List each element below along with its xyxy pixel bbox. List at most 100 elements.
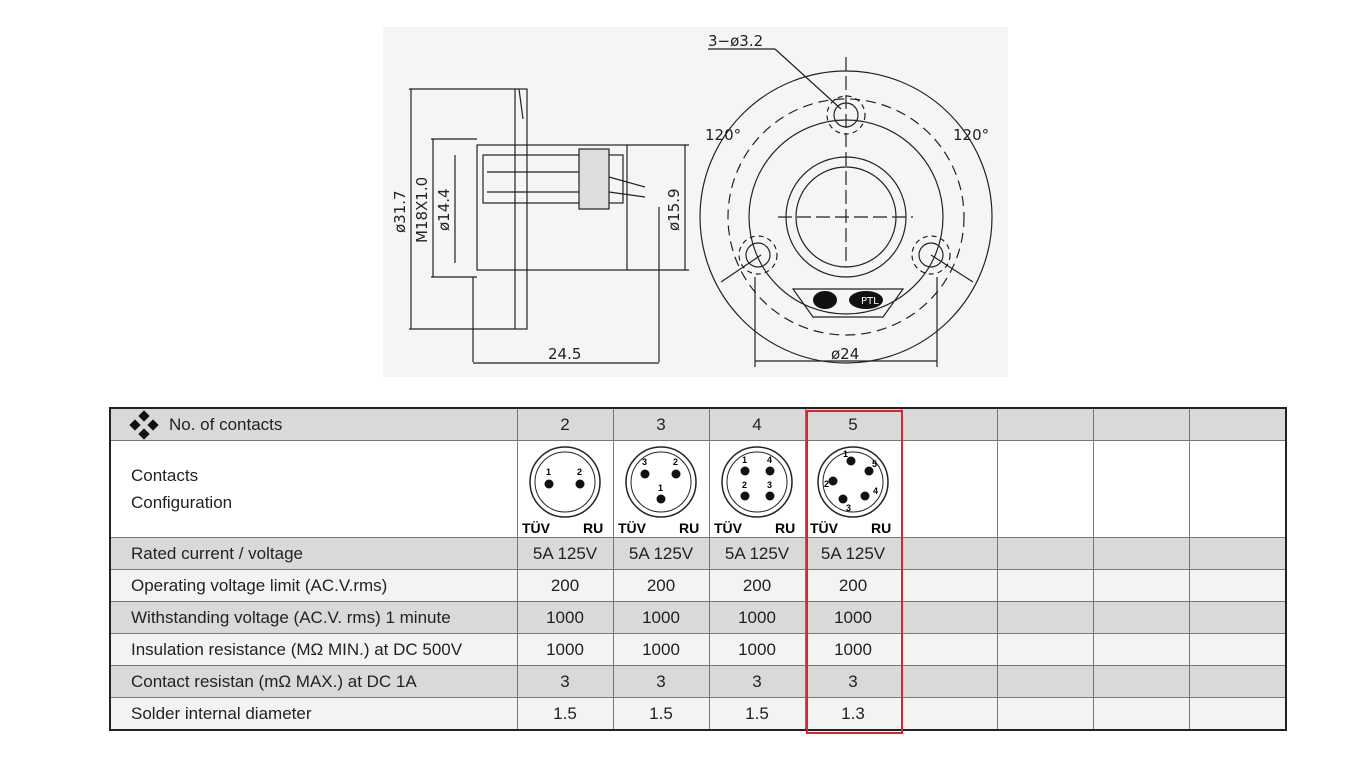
empty-cell (996, 697, 1094, 731)
table-cell: 1.5 (612, 697, 710, 731)
empty-cell (900, 633, 998, 666)
table-row: Withstanding voltage (AC.V. rms) 1 minut… (109, 601, 1286, 634)
table-cell: 200 (612, 569, 710, 602)
tuv-mark: TÜV (714, 520, 743, 536)
table-cell: 1000 (516, 633, 614, 666)
table-cell: 5A 125V (516, 537, 614, 570)
empty-cell (996, 407, 1094, 441)
table-cell: 200 (804, 569, 902, 602)
dim-pcd-label: ø24 (831, 345, 859, 363)
empty-cell (900, 407, 998, 441)
pin-label: 3 (767, 480, 772, 490)
empty-cell (1092, 601, 1190, 634)
pin-diagram-5-contacts: 1 5 2 4 3 TÜV RU (810, 446, 891, 536)
table-row: Rated current / voltage 5A 125V 5A 125V … (109, 537, 1286, 570)
column-header: 5 (804, 407, 902, 441)
empty-cell (1092, 665, 1190, 698)
pin-label: 1 (843, 449, 848, 459)
table-row: Contact resistan (mΩ MAX.) at DC 1A 3 3 … (109, 665, 1286, 698)
dim-inner-diameter-label: ø14.4 (435, 188, 453, 231)
column-header: 4 (708, 407, 806, 441)
pin-label: 3 (846, 503, 851, 513)
table-cell: 200 (708, 569, 806, 602)
table-cell: 1.5 (516, 697, 614, 731)
empty-cell (1092, 697, 1190, 731)
table-cell: 5A 125V (804, 537, 902, 570)
configuration-label-cell: Contacts Configuration (109, 440, 518, 538)
dim-length-label: 24.5 (548, 345, 581, 363)
empty-cell (900, 665, 998, 698)
table-cell: 1000 (804, 633, 902, 666)
drawing-svg: PTL 3−ø3.2 120° 120° ø24 24.5 ø31.7 M18X… (391, 32, 993, 367)
empty-cell (1092, 537, 1190, 570)
empty-cell (996, 440, 1094, 538)
table-row: Solder internal diameter 1.5 1.5 1.5 1.3 (109, 697, 1286, 731)
ur-mark: RU (679, 520, 699, 536)
empty-cell (996, 665, 1094, 698)
table-row: Operating voltage limit (AC.V.rms) 200 2… (109, 569, 1286, 602)
empty-cell (900, 569, 998, 602)
pin-label: 2 (824, 479, 829, 489)
ptl-logo (849, 291, 883, 309)
connector-technical-drawing: PTL 3−ø3.2 120° 120° ø24 24.5 ø31.7 M18X… (383, 27, 1008, 377)
empty-cell (1188, 537, 1286, 570)
row-label: Rated current / voltage (109, 537, 518, 570)
ur-mark: RU (871, 520, 891, 536)
pin-label: 1 (546, 467, 551, 477)
table-cell: 1000 (708, 633, 806, 666)
configuration-label-line1: Contacts (131, 466, 199, 485)
dim-angle-right-label: 120° (953, 126, 989, 144)
empty-cell (1188, 407, 1286, 441)
pin-diagram-5-cell: 1 5 2 4 3 TÜV RU (804, 440, 902, 538)
dim-body-diameter-label: ø15.9 (665, 188, 683, 231)
pin-diagram-4-contacts: 1 4 2 3 TÜV RU (714, 446, 795, 536)
diamonds-icon (129, 409, 159, 440)
logo-text: PTL (861, 296, 879, 307)
pin-label: 4 (767, 455, 772, 465)
column-header: 3 (612, 407, 710, 441)
ur-mark: RU (583, 520, 603, 536)
empty-cell (1188, 440, 1286, 538)
connector-body-outline (476, 144, 628, 271)
pin-label: 2 (673, 457, 678, 467)
row-label: Operating voltage limit (AC.V.rms) (109, 569, 518, 602)
dim-angle-left-label: 120° (705, 126, 741, 144)
empty-cell (1092, 407, 1190, 441)
row-label: Withstanding voltage (AC.V. rms) 1 minut… (109, 601, 518, 634)
empty-cell (900, 601, 998, 634)
specification-table: No. of contacts 2 3 4 5 Contacts Configu… (109, 407, 1287, 731)
table-cell: 200 (516, 569, 614, 602)
pin-label: 3 (642, 457, 647, 467)
table-cell: 1.3 (804, 697, 902, 731)
table-cell: 3 (804, 665, 902, 698)
empty-cell (1092, 569, 1190, 602)
pin-label: 2 (742, 480, 747, 490)
header-row: No. of contacts 2 3 4 5 (109, 407, 1286, 441)
tuv-mark: TÜV (810, 520, 839, 536)
table-cell: 5A 125V (708, 537, 806, 570)
empty-cell (1188, 569, 1286, 602)
configuration-row: Contacts Configuration 1 2 TÜV RU 3 2 1 (109, 440, 1286, 538)
table-cell: 1000 (708, 601, 806, 634)
pin-diagram-3-cell: 3 2 1 TÜV RU (612, 440, 710, 538)
flange-outline (514, 88, 528, 330)
tuv-mark: TÜV (618, 520, 647, 536)
empty-cell (996, 569, 1094, 602)
pin-label: 1 (742, 455, 747, 465)
empty-cell (996, 633, 1094, 666)
table-cell: 1000 (516, 601, 614, 634)
empty-cell (900, 537, 998, 570)
row-label: Solder internal diameter (109, 697, 518, 731)
pin-diagram-3-contacts: 3 2 1 TÜV RU (618, 446, 699, 536)
dim-holes-label: 3−ø3.2 (708, 32, 763, 50)
pin-label: 4 (873, 486, 878, 496)
pin-diagram-4-cell: 1 4 2 3 TÜV RU (708, 440, 806, 538)
table-cell: 3 (612, 665, 710, 698)
row-label: Insulation resistance (MΩ MIN.) at DC 50… (109, 633, 518, 666)
pin-label: 1 (658, 483, 663, 493)
empty-cell (1092, 633, 1190, 666)
empty-cell (900, 440, 998, 538)
table-cell: 1.5 (708, 697, 806, 731)
empty-cell (1188, 601, 1286, 634)
configuration-label-line2: Configuration (131, 493, 233, 512)
